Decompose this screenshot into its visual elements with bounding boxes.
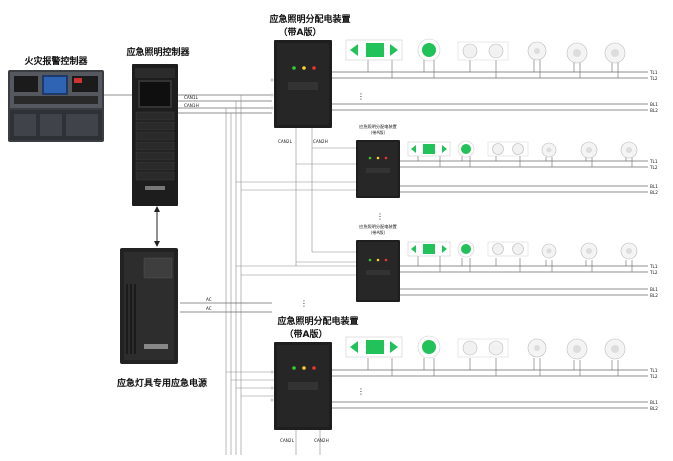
ellipsis-4: ⋮ bbox=[357, 387, 365, 396]
bl2-label-row3: BL2 bbox=[650, 293, 658, 298]
tl2-label-row2: TL2 bbox=[649, 165, 658, 170]
ellipsis-3: ⋮ bbox=[300, 299, 308, 308]
can2h-top-label: CAN2H bbox=[313, 139, 328, 144]
ceiling-lamp-icon bbox=[580, 242, 598, 260]
ceiling-lamp-icon bbox=[541, 142, 557, 158]
bl1-label-row3: BL1 bbox=[650, 287, 658, 292]
dual-lamp-icon bbox=[457, 41, 509, 61]
distribution-device-small-1: 应急照明分配电装置 （带A版） bbox=[356, 123, 400, 198]
tl2-label-row3: TL2 bbox=[649, 270, 658, 275]
tl2-label-row1: TL2 bbox=[649, 76, 658, 81]
can2l-bottom-label: CAN2L bbox=[280, 438, 295, 443]
bl2-label-row2: BL2 bbox=[650, 190, 658, 195]
direction-sign-icon bbox=[417, 38, 441, 62]
fixture-row-3 bbox=[407, 240, 638, 260]
can2l-top-label: CAN2L bbox=[278, 139, 293, 144]
exit-sign-icon bbox=[407, 241, 451, 257]
small-device-1-title: 应急照明分配电装置 bbox=[359, 123, 397, 130]
ceiling-lamp-icon bbox=[566, 338, 588, 360]
distribution-device-small-2: 应急照明分配电装置 （带A版） bbox=[356, 223, 400, 302]
ceiling-lamp-icon bbox=[604, 338, 626, 360]
distribution-device-top: 应急照明分配电装置 （带A版） CAN2L CAN2H bbox=[269, 13, 350, 144]
dual-lamp-icon bbox=[487, 141, 529, 157]
dual-lamp-icon bbox=[457, 338, 509, 358]
fixture-row-4 bbox=[345, 335, 626, 360]
exit-sign-icon bbox=[407, 141, 451, 157]
emergency-lighting-controller: 应急照明控制器 CAN1L CAN1H bbox=[126, 46, 199, 247]
power-supply-label: 应急灯具专用应急电源 bbox=[117, 377, 207, 389]
bl1-label-row1: BL1 bbox=[650, 102, 658, 107]
fire-alarm-controller: 火灾报警控制器 bbox=[8, 55, 104, 142]
ellipsis-2: ⋮ bbox=[376, 212, 384, 221]
distribution-device-bottom: 应急照明分配电装置 （带A版） CAN2L CAN2H bbox=[270, 315, 359, 443]
ac-label-2: AC bbox=[206, 306, 212, 311]
ellipsis-1: ⋮ bbox=[357, 92, 365, 101]
ac-label-1: AC bbox=[206, 297, 212, 302]
tl1-label-row2: TL1 bbox=[649, 159, 658, 164]
ceiling-lamp-icon bbox=[527, 41, 547, 61]
ceiling-lamp-icon bbox=[620, 141, 638, 159]
small-device-1-version: （带A版） bbox=[368, 129, 388, 136]
ceiling-lamp-icon bbox=[566, 42, 588, 64]
can1h-left-label: CAN1H bbox=[184, 103, 199, 108]
direction-sign-icon bbox=[417, 335, 441, 359]
small-device-2-title: 应急照明分配电装置 bbox=[359, 223, 397, 230]
tl1-label-row3: TL1 bbox=[649, 264, 658, 269]
bl1-label-row2: BL1 bbox=[650, 184, 658, 189]
wiring bbox=[104, 60, 648, 455]
ceiling-lamp-icon bbox=[580, 141, 598, 159]
exit-sign-icon bbox=[345, 336, 403, 358]
fire-controller-label: 火灾报警控制器 bbox=[24, 55, 88, 67]
exit-sign-icon bbox=[345, 39, 403, 61]
direction-sign-icon bbox=[457, 240, 475, 258]
ceiling-lamp-icon bbox=[541, 243, 557, 259]
distribution-device-bottom-version: （带A版） bbox=[285, 328, 328, 340]
distribution-device-top-version: （带A版） bbox=[279, 26, 322, 38]
ceiling-lamp-icon bbox=[604, 42, 626, 64]
bl2-label-row4: BL2 bbox=[650, 406, 658, 411]
can1l-left-label: CAN1L bbox=[184, 95, 199, 100]
small-device-2-version: （带A版） bbox=[368, 229, 388, 236]
emergency-power-supply: 应急灯具专用应急电源 AC AC bbox=[117, 248, 212, 389]
fixture-row-2 bbox=[407, 140, 638, 159]
tl2-label-row4: TL2 bbox=[649, 374, 658, 379]
ellipsis-markers: ⋮ ⋮ ⋮ ⋮ bbox=[300, 92, 384, 396]
emergency-controller-label: 应急照明控制器 bbox=[126, 46, 190, 58]
bl1-label-row4: BL1 bbox=[650, 400, 658, 405]
direction-sign-icon bbox=[457, 140, 475, 158]
tl1-label-row4: TL1 bbox=[649, 368, 658, 373]
distribution-device-top-title: 应急照明分配电装置 bbox=[269, 13, 350, 25]
can2h-bottom-label: CAN2H bbox=[314, 438, 329, 443]
dual-lamp-icon bbox=[487, 241, 529, 257]
fixture-row-1 bbox=[345, 38, 626, 64]
bl2-label-row1: BL2 bbox=[650, 108, 658, 113]
ceiling-lamp-icon bbox=[620, 242, 638, 260]
tl1-label-row1: TL1 bbox=[649, 70, 658, 75]
distribution-device-bottom-title: 应急照明分配电装置 bbox=[277, 315, 358, 327]
line-labels: TL1 TL2 BL1 BL2 TL1 TL2 BL1 BL2 TL1 TL2 … bbox=[649, 70, 658, 411]
ceiling-lamp-icon bbox=[527, 338, 547, 358]
